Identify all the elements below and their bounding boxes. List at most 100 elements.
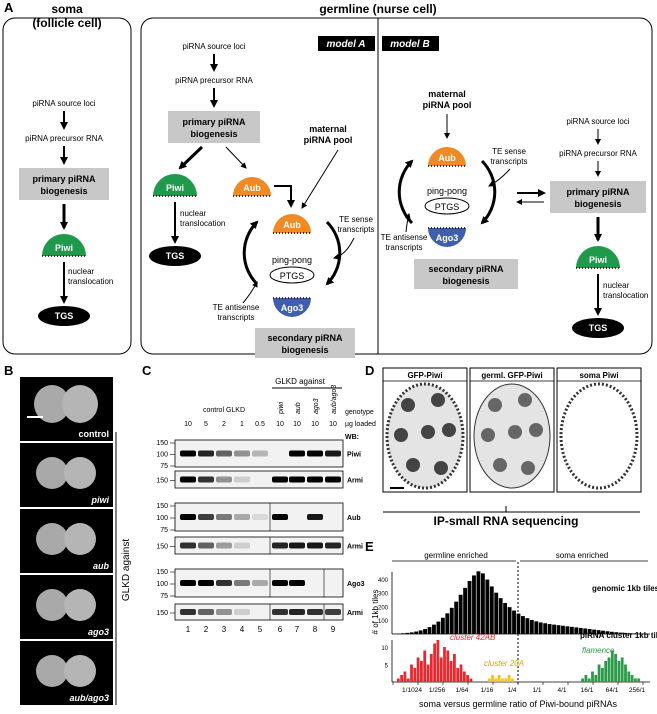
blot-band-0-6 [289, 450, 305, 457]
genomic-bar-39 [565, 626, 570, 634]
blot-band-3-0 [180, 542, 196, 549]
blot-band-3-7 [307, 542, 323, 549]
blot-1 [174, 470, 344, 489]
top-ytick-2: 200 [378, 605, 389, 611]
cluster-bar-1-0 [487, 678, 491, 682]
b-piwi-shape [576, 246, 620, 268]
blot-band-2-3 [234, 514, 250, 520]
model-b-box [382, 36, 439, 51]
blot-tick-0-2: 75 [160, 463, 168, 470]
cluster-bar-0-18 [456, 668, 460, 682]
panel-b-side-label: GLKD against [121, 539, 132, 601]
blot-band-5-8 [325, 609, 341, 615]
genomic-bar-50 [614, 632, 619, 634]
b-secondary-l1: secondary piRNA [428, 264, 504, 274]
ovary-right-2 [64, 523, 96, 555]
soma-enriched-label: soma enriched [556, 551, 608, 560]
nucleus-0-3 [421, 425, 435, 439]
genomic-bar-31 [529, 619, 534, 634]
blot-tick-5-0: 150 [156, 610, 168, 617]
blot-band-0-8 [325, 450, 341, 457]
a-translocation: translocation [180, 219, 225, 228]
genomic-bar-41 [574, 627, 579, 634]
cluster-bar-2-11 [617, 661, 621, 682]
cluster-bar-2-6 [601, 668, 604, 682]
pirna-cluster-label: piRNA cluster 1kb tiles [580, 631, 657, 640]
genomic-bar-4 [409, 632, 414, 634]
blot-band-1-0 [180, 476, 196, 483]
blot-tick-4-2: 75 [160, 593, 168, 600]
blot-band-0-4 [252, 450, 268, 457]
top-ytick-0: 400 [378, 578, 389, 584]
ovary-label-4: aub/ago3 [69, 693, 109, 703]
b-piwi-label: Piwi [589, 255, 607, 265]
genomic-bar-10 [436, 621, 441, 634]
a-aub-shape [273, 214, 311, 233]
lane-genotype-0: piwi [278, 401, 285, 415]
genomic-bar-7 [423, 629, 427, 634]
x-tick-1: 1/256 [429, 687, 446, 694]
cluster-bar-0-21 [466, 675, 470, 682]
genomic-bar-16 [463, 587, 468, 634]
a-te-sense-l2: transcripts [338, 225, 375, 234]
blot-band-4-3 [234, 580, 250, 586]
panel-letter-c: C [142, 363, 152, 378]
blot-band-1-1 [198, 476, 214, 483]
blot-band-3-6 [289, 542, 305, 549]
x-tick-8: 64/1 [606, 687, 619, 694]
lane-number-6: 7 [295, 625, 300, 634]
a-pingpong: ping-pong [272, 255, 312, 265]
ovary-left-0 [34, 385, 70, 423]
cluster42ab-label: cluster 42AB [450, 633, 496, 642]
cluster-bar-1-5 [504, 678, 508, 682]
genomic-bar-2 [400, 633, 405, 634]
model-b-label: model B [390, 39, 429, 50]
load-7: 10 [311, 421, 319, 428]
nucleus-0-2 [394, 428, 408, 442]
soma-tgs-label: TGS [55, 311, 74, 321]
genomic-bar-32 [534, 621, 539, 634]
lane-number-0: 1 [186, 625, 191, 634]
nucleus-0-5 [406, 458, 420, 472]
wb-label: WB: [345, 434, 359, 441]
nucleus-0-6 [434, 461, 448, 475]
nucleus-0-4 [442, 423, 456, 437]
blot-name-3: Armi [347, 544, 363, 551]
blot-band-5-2 [216, 609, 232, 615]
germline-title: germline (nurse cell) [319, 2, 436, 16]
x-tick-3: 1/16 [481, 687, 494, 694]
model-a-label: model A [326, 39, 365, 50]
load-2: 2 [222, 421, 226, 428]
a-piwi-shape [153, 174, 197, 196]
soma-primary-l1: primary piRNA [32, 174, 96, 184]
y-axis-label: # of 1kb tiles [371, 590, 380, 635]
b-arrow-te-sense [488, 168, 511, 187]
blot-tick-4-1: 100 [156, 581, 168, 588]
blot-band-0-7 [307, 450, 323, 457]
b-secondary-box [414, 259, 518, 289]
lane-genotype-2: ago3 [313, 398, 320, 414]
cluster-bar-2-7 [604, 661, 608, 682]
genomic-bar-22 [489, 586, 494, 634]
x-axis-label: soma versus germline ratio of Piwi-bound… [419, 699, 618, 709]
genomic-bar-20 [480, 573, 485, 634]
load-3: 1 [240, 421, 244, 428]
ovary-left-3 [36, 589, 68, 621]
a-ptgs [269, 266, 315, 284]
b-ago3-label: Ago3 [436, 233, 459, 243]
a-maternal-l1: maternal [309, 124, 347, 134]
blot-band-3-2 [216, 542, 232, 549]
x-tick-6: 4/1 [557, 687, 566, 694]
lane-number-8: 9 [331, 625, 336, 634]
blot-band-1-7 [307, 476, 323, 483]
a-te-sense-l1: TE sense [339, 215, 373, 224]
ovary-right-1 [64, 457, 96, 489]
b-precursor: piRNA precursor RNA [559, 149, 637, 158]
genomic-bar-11 [440, 617, 445, 634]
cluster-bar-0-0 [396, 678, 400, 682]
panel-letter-b: B [4, 363, 13, 378]
cluster-bar-0-2 [403, 671, 407, 682]
